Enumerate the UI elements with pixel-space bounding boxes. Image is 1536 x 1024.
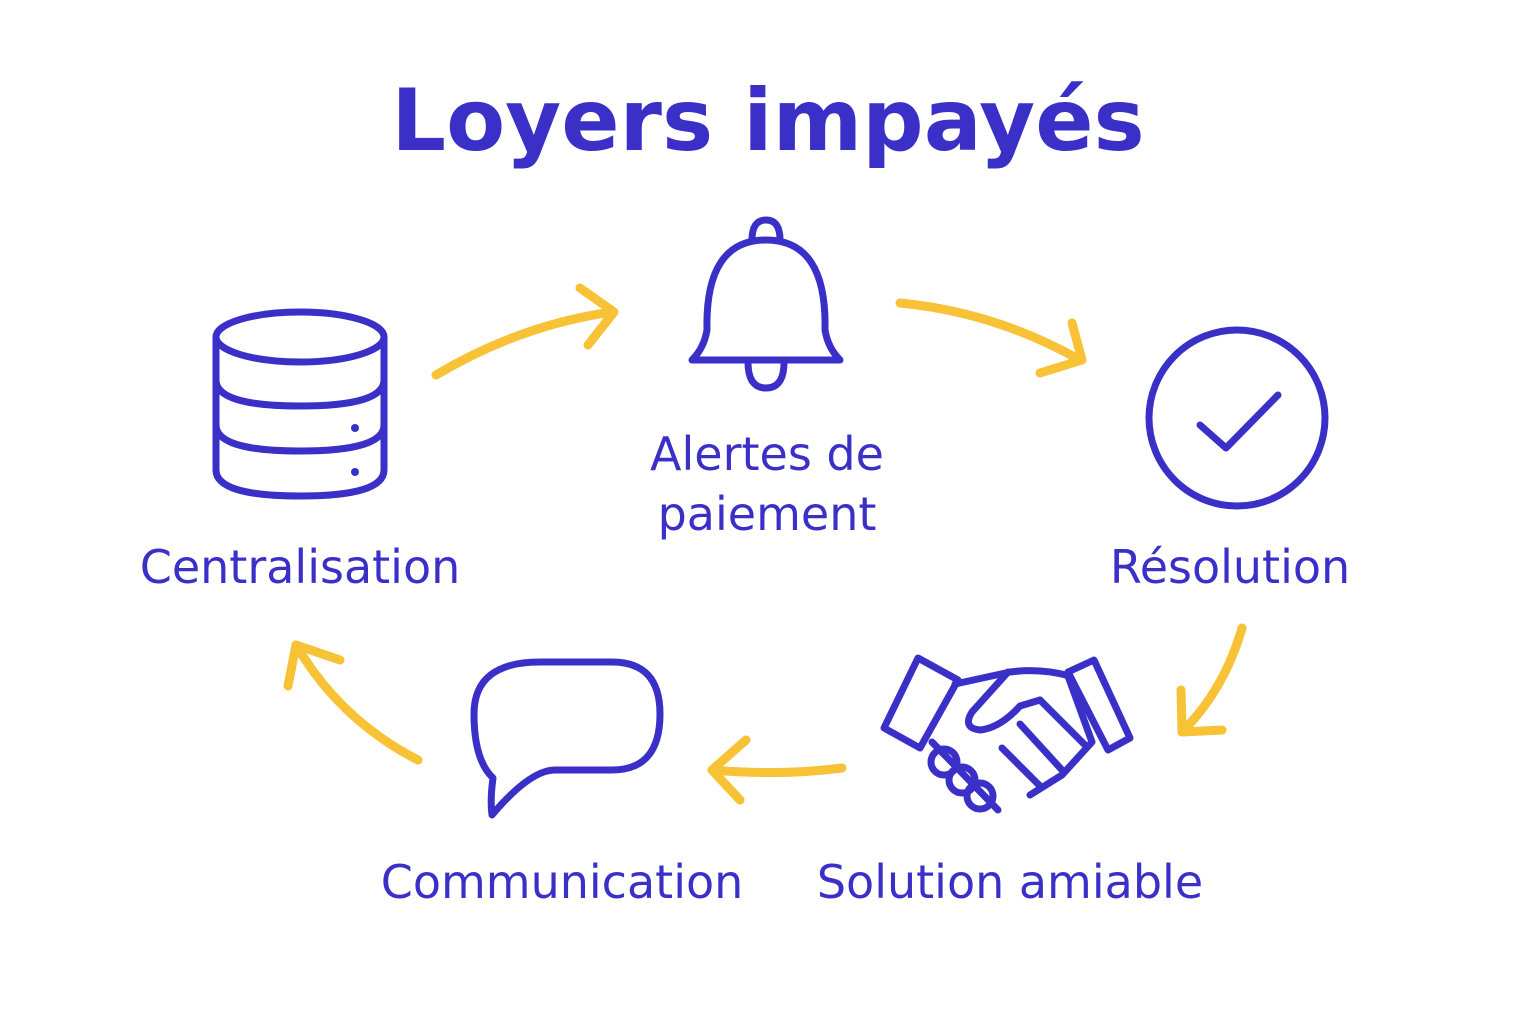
step-label-resolution: Résolution <box>1109 540 1351 594</box>
step-label-alertes-line2: paiement <box>657 486 877 541</box>
arrow-communication-to-centralisation <box>283 640 423 765</box>
step-label-alertes: Alertes de paiement <box>560 425 974 545</box>
handshake-icon <box>880 654 1134 814</box>
database-icon <box>212 308 388 500</box>
arrow-resolution-to-solution <box>1176 623 1247 737</box>
step-label-centralisation: Centralisation <box>139 540 461 594</box>
speech-bubble-icon <box>470 658 664 819</box>
step-label-alertes-line1: Alertes de <box>650 427 884 481</box>
diagram-title: Loyers impayés <box>391 71 1145 171</box>
arrow-centralisation-to-alertes <box>431 283 619 380</box>
bell-icon <box>688 216 844 392</box>
check-circle-icon <box>1145 326 1329 510</box>
arrow-alertes-to-resolution <box>895 298 1087 378</box>
step-label-solution-amiable: Solution amiable <box>816 855 1204 909</box>
arrow-solution-to-communication <box>707 735 847 805</box>
step-label-communication: Communication <box>380 855 744 909</box>
